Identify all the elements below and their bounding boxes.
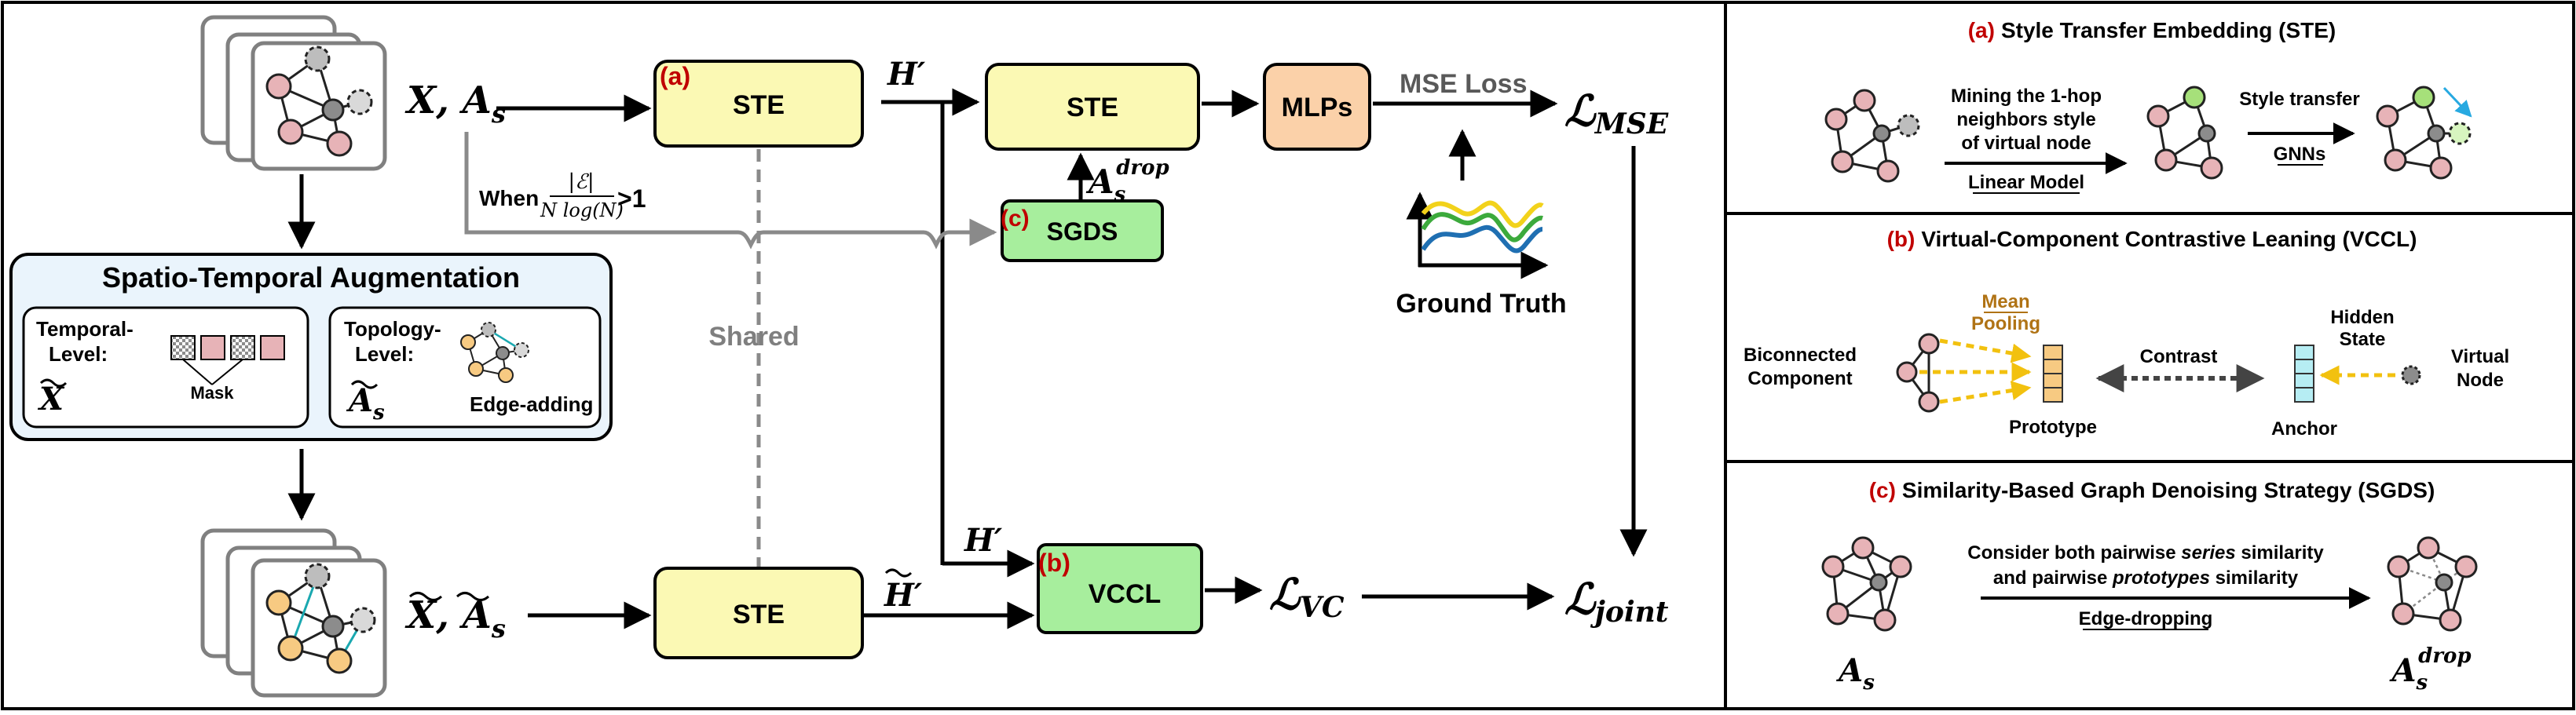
panel-a-style-transfer: Style transfer [2239,89,2359,110]
pooling-arrows [1919,338,2032,404]
panel-c-a-right: Asdrop [2388,644,2471,695]
panel-c-line-2: and pairwise prototypes similarity [1993,567,2299,589]
panel-b-contrast: Contrast [2140,346,2218,367]
panel-c: (c)Similarity-Based Graph Denoising Stra… [1821,478,2478,695]
h-tilde-prime: H′ [884,577,923,614]
mlps-module: MLPs [1263,63,1371,151]
prototype-vector [2043,345,2063,403]
panel-a-title: (a)Style Transfer Embedding (STE) [1968,18,2336,42]
sgds-tag-c: (c) [1001,206,1030,232]
ste-second-module: STE [985,63,1200,151]
panel-a-linear-model: Linear Model [1968,172,2084,193]
panel-b: (b)Virtual-Component Contrastive Leaning… [1744,227,2509,440]
svg-text:|ℰ|: |ℰ| [568,170,594,194]
ground-truth-label: Ground Truth [1396,289,1566,319]
panel-c-graph-left [1821,536,1912,632]
augmented-graph-stack [200,528,387,698]
tilde-a-bottom [456,592,490,601]
panel-b-biconnected-1: Biconnected [1744,345,1857,366]
panel-a-graph-1 [1824,89,1920,183]
ste-bottom-module: STE [653,567,864,659]
l-joint: ℒjoint [1564,574,1669,629]
l-mse: ℒMSE [1564,86,1669,140]
panel-b-hidden-1: Hidden [2330,307,2394,328]
panel-a-mining-2: neighbors style [1956,109,2095,130]
anchor-vector [2294,345,2314,403]
input-graph-stack [200,15,387,171]
input-x-as-top: X, As [404,78,506,129]
ground-truth-chart-icon [1406,192,1549,279]
svg-text:N log(N): N log(N) [540,199,624,221]
panel-c-graph-right [2387,536,2478,632]
panel-c-a-left: As [1835,652,1875,695]
panel-b-virtual-1: Virtual [2451,346,2509,367]
temporal-label-1: Temporal- [36,317,134,341]
panel-b-hidden-2: State [2340,329,2386,350]
panel-c-edge-dropping: Edge-dropping [2079,608,2213,629]
mse-loss-label: MSE Loss [1400,69,1527,99]
tilde-x-bottom [408,592,443,601]
l-vc: ℒVC [1269,569,1345,624]
vccl-label: VCCL [1089,579,1162,609]
panel-a-graph-3 [2376,86,2472,180]
ste-second-label: STE [1067,93,1118,122]
a-drop-label: Asdrop [1085,156,1169,206]
h-prime-mid: H′ [964,522,1003,559]
panel-a-graph-2 [2146,86,2223,180]
svg-text:>1: >1 [617,184,646,213]
panel-c-title: (c)Similarity-Based Graph Denoising Stra… [1869,478,2435,502]
panel-a-mining-3: of virtual node [1961,133,2091,154]
topology-label-2: Level: [355,342,414,366]
shared-label: Shared [708,322,799,352]
tilde-h-bottom [884,568,913,578]
augmentation-title: Spatio-Temporal Augmentation [102,261,520,294]
panel-a: (a)Style Transfer Embedding (STE) Mining… [1824,18,2472,194]
panel-b-prototype: Prototype [2009,417,2097,438]
h-prime-top: H′ [887,56,926,93]
condition-path [464,132,997,250]
panel-b-mean-1: Mean [1981,291,2029,312]
topology-mini-graph [460,322,529,383]
vccl-tag-b: (b) [1038,549,1070,577]
mlps-label: MLPs [1282,93,1353,122]
temporal-label-2: Level: [49,342,108,366]
ste-bottom-label: STE [733,600,785,629]
panel-c-line-1: Consider both pairwise series similarity [1967,542,2324,564]
ste-tag-a: (a) [660,62,690,90]
sgds-module: SGDS (c) [1001,199,1164,262]
panel-b-mean-2: Pooling [1971,313,2040,334]
sgds-label: SGDS [1047,217,1118,246]
vccl-module: VCCL (b) [1037,543,1203,634]
panel-b-component-graph [1896,333,1940,413]
panel-b-title: (b)Virtual-Component Contrastive Leaning… [1887,227,2417,251]
augmentation-box: Spatio-Temporal Augmentation Temporal- L… [9,253,613,441]
input-x-as-bottom: X, As [404,593,506,644]
panel-b-virtual-2: Node [2457,370,2504,391]
topology-label-1: Topology- [344,317,441,341]
ste-top-label: STE [733,90,785,120]
panel-b-biconnected-2: Component [1747,368,1852,389]
panel-a-mining-1: Mining the 1-hop [1951,86,2102,107]
mask-sequence: Mask [170,335,285,403]
edge-adding-label: Edge-adding [470,392,593,416]
condition-text: When |ℰ| N log(N) >1 [479,170,646,221]
ste-top-module: STE (a) [653,60,864,148]
panel-b-anchor: Anchor [2271,418,2337,440]
mask-label: Mask [190,383,234,403]
svg-text:When: When [479,186,539,210]
virtual-node-icon [2401,365,2421,385]
panel-a-gnns: GNNs [2274,144,2326,165]
